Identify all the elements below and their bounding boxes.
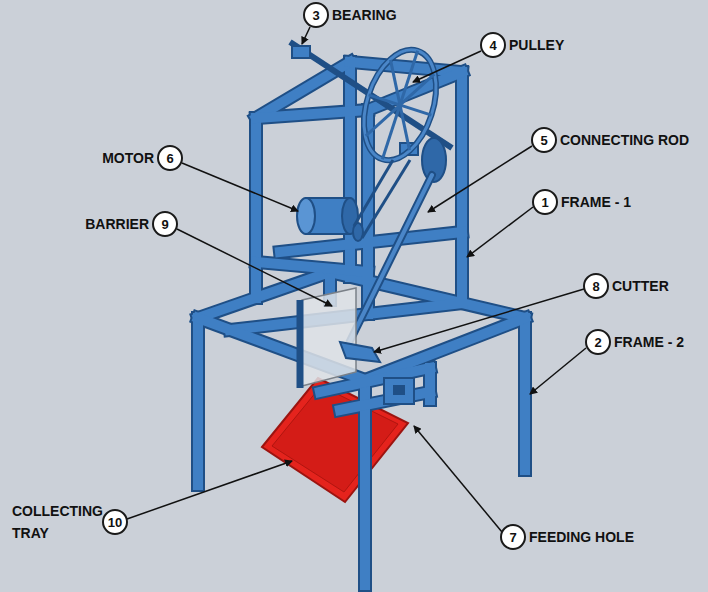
connecting-rod bbox=[348, 175, 432, 345]
callout-circle: 8 bbox=[583, 273, 609, 299]
barrier-post bbox=[297, 300, 304, 388]
feeding-opening bbox=[393, 385, 405, 395]
feeding-hole bbox=[384, 378, 414, 404]
part-name: CONNECTING ROD bbox=[560, 129, 689, 151]
barrier bbox=[302, 288, 356, 386]
callout-number: 7 bbox=[509, 531, 516, 544]
callout-number: 3 bbox=[312, 9, 319, 22]
part-name: FRAME - 2 bbox=[614, 331, 684, 353]
connecting-rod bbox=[348, 175, 432, 345]
part-name: BEARING bbox=[332, 4, 397, 26]
callout-number: 5 bbox=[540, 134, 547, 147]
callout-circle: 7 bbox=[500, 524, 526, 550]
callout-circle: 6 bbox=[157, 145, 183, 171]
part-name: CUTTER bbox=[612, 275, 669, 297]
belt bbox=[354, 160, 393, 226]
callout-number: 6 bbox=[166, 152, 173, 165]
callout-circle: 5 bbox=[531, 127, 557, 153]
callout-circle: 9 bbox=[152, 211, 178, 237]
callout-circle: 2 bbox=[585, 329, 611, 355]
callout-number: 8 bbox=[592, 280, 599, 293]
part-name: PULLEY bbox=[509, 34, 564, 56]
part-name: COLLECTING TRAY bbox=[12, 500, 104, 544]
frame-outline bbox=[198, 62, 525, 585]
motor bbox=[297, 198, 363, 241]
callout-number: 4 bbox=[489, 39, 496, 52]
callout-circle: 1 bbox=[532, 189, 558, 215]
callout-number: 10 bbox=[108, 516, 122, 529]
part-name: FRAME - 1 bbox=[561, 191, 631, 213]
callout-circle: 3 bbox=[303, 2, 329, 28]
frame-beams bbox=[198, 62, 525, 585]
callout-number: 1 bbox=[541, 196, 548, 209]
leader-lines bbox=[127, 27, 586, 532]
bearing bbox=[292, 46, 310, 58]
callout-number: 9 bbox=[161, 218, 168, 231]
callout-circle: 4 bbox=[480, 32, 506, 58]
part-name: FEEDING HOLE bbox=[529, 526, 634, 548]
part-name: BARRIER bbox=[85, 213, 149, 235]
callout-circle: 10 bbox=[102, 509, 128, 535]
callout-number: 2 bbox=[594, 336, 601, 349]
part-name: MOTOR bbox=[102, 147, 154, 169]
